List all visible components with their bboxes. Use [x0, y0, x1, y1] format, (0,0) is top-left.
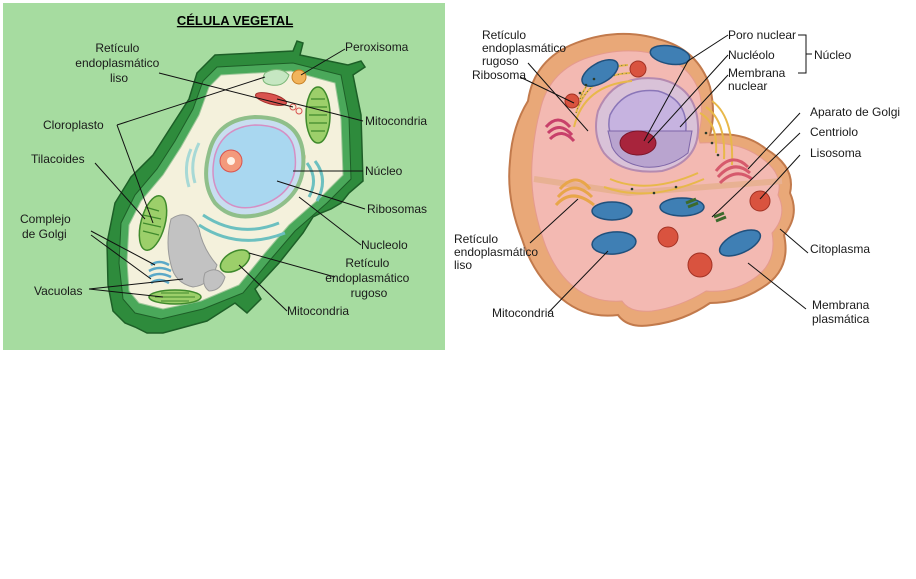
- label-reticulo-rugoso-plant: Retículo endoplasmático rugoso: [325, 256, 412, 300]
- animal-golgi-upper-left: [544, 118, 576, 143]
- label-tilacoides: Tilacoides: [31, 152, 85, 166]
- animal-centriole: [685, 197, 727, 223]
- plant-cell-panel: CÉLULA VEGETAL: [3, 3, 445, 350]
- label-nucleolo-animal: Nucléolo: [728, 48, 775, 62]
- label-nucleolo-plant: Nucleolo: [361, 238, 408, 252]
- plant-title: CÉLULA VEGETAL: [177, 13, 293, 28]
- label-peroxisoma: Peroxisoma: [345, 40, 409, 54]
- lysosome-4: [657, 226, 679, 248]
- label-poro-nuclear: Poro nuclear: [728, 28, 796, 42]
- mitochondrion-top: [254, 92, 288, 106]
- chloroplast-lower: [219, 249, 251, 273]
- label-vacuolas: Vacuolas: [34, 284, 82, 298]
- vacuole-2: [203, 269, 226, 292]
- ribosome-cluster: [289, 103, 297, 111]
- peroxisome: [291, 69, 307, 85]
- label-nucleo-animal: Núcleo: [814, 48, 852, 62]
- animal-golgi-left: [554, 178, 595, 207]
- label-reticulo-rugoso-animal: Retículo endoplasmático rugoso: [482, 28, 569, 68]
- animal-golgi-top-right: [714, 158, 753, 185]
- animal-cell-diagram: Retículo endoplasmático rugoso Ribosoma …: [454, 28, 900, 327]
- animal-nucleus: [595, 77, 700, 173]
- plant-cell-diagram: CÉLULA VEGETAL: [3, 3, 445, 350]
- label-membrana-nuclear: Membrana nuclear: [728, 66, 789, 93]
- lysosome-5: [687, 252, 713, 278]
- lysosome-1: [629, 60, 647, 78]
- mitochondrion-2: [659, 197, 705, 217]
- label-reticulo-liso-plant: Retículo endoplasmático liso: [75, 41, 162, 85]
- chloroplast-top: [305, 86, 331, 144]
- label-centriolo: Centriolo: [810, 125, 858, 139]
- plant-golgi: [148, 260, 172, 285]
- label-aparato-golgi: Aparato de Golgi: [810, 105, 900, 119]
- chloroplast-bottom: [148, 289, 202, 305]
- mitochondrion-5: [581, 59, 619, 87]
- label-reticulo-liso-animal: Retículo endoplasmático liso: [454, 232, 541, 272]
- mitochondrion-1: [591, 201, 633, 221]
- label-cloroplasto: Cloroplasto: [43, 118, 104, 132]
- label-ribosomas: Ribosomas: [367, 202, 427, 216]
- label-mitocondria-bottom: Mitocondria: [287, 304, 349, 318]
- mitochondrion-6: [649, 44, 691, 66]
- animal-ribosomes: [578, 77, 720, 195]
- label-golgi-plant: Complejo de Golgi: [20, 212, 74, 241]
- animal-lysosomes: [564, 60, 771, 278]
- plant-leader-lines: [88, 48, 366, 312]
- label-citoplasma: Citoplasma: [810, 242, 870, 256]
- label-ribosoma: Ribosoma: [472, 68, 526, 82]
- lysosome-3: [749, 190, 771, 212]
- mitochondrion-4: [718, 229, 762, 257]
- label-nucleo-plant: Núcleo: [365, 164, 403, 178]
- label-mitocondria-animal: Mitocondria: [492, 306, 554, 320]
- animal-mitochondria: [581, 44, 762, 257]
- smooth-er: [262, 69, 290, 86]
- rough-er: [198, 160, 324, 242]
- animal-cell-panel: Retículo endoplasmático rugoso Ribosoma …: [448, 3, 913, 343]
- label-lisosoma: Lisosoma: [810, 146, 862, 160]
- label-mitocondria-top: Mitocondria: [365, 114, 427, 128]
- animal-leader-lines: [519, 34, 812, 314]
- label-membrana-plasmatica: Membrana plasmática: [812, 298, 873, 326]
- lysosome-2: [564, 93, 580, 109]
- plant-nucleus: [212, 124, 297, 209]
- animal-nucleolus: [619, 130, 657, 156]
- mitochondrion-3: [591, 231, 637, 255]
